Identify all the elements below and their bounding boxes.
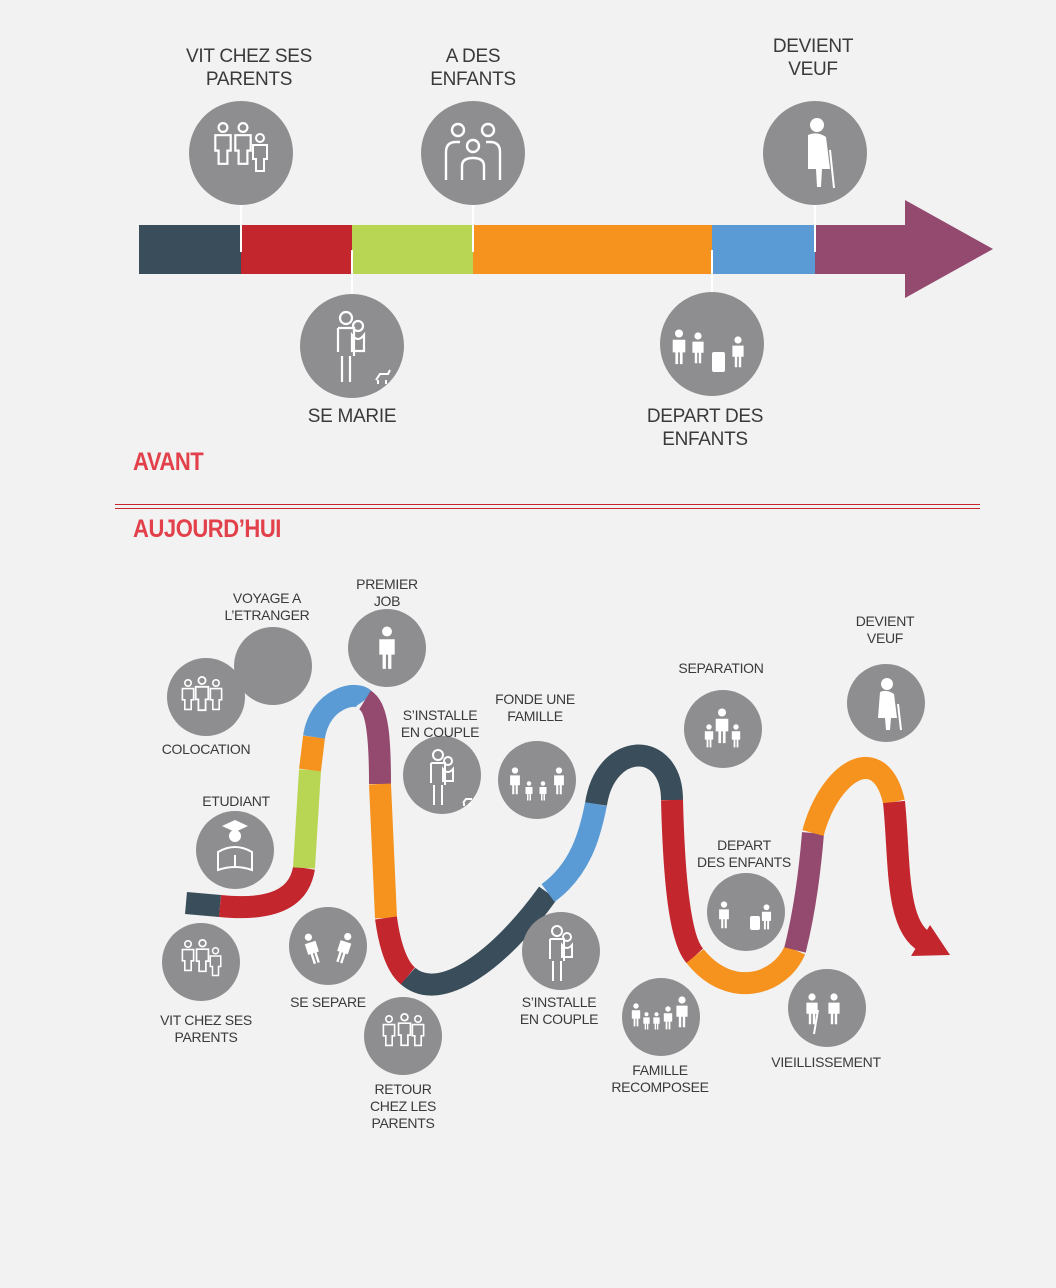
label-etudiant: ETUDIANT xyxy=(202,793,270,809)
segment-childhood xyxy=(139,225,241,274)
avant-circle-family xyxy=(189,101,293,205)
segment-living-with-parents xyxy=(241,225,352,274)
segment-with-children xyxy=(473,225,712,274)
circle-installe-couple-2 xyxy=(522,912,600,990)
segment-children-left xyxy=(712,225,815,274)
children-leaving-icon xyxy=(719,901,772,930)
circle-devient-veuf-2 xyxy=(847,664,925,742)
couple-icon xyxy=(549,925,573,981)
segment-widowed-arrowhead xyxy=(815,200,993,298)
label-vieillissement: VIEILLISSEMENT xyxy=(771,1054,881,1070)
label-separation: SEPARATION xyxy=(678,660,764,676)
elderly-couple-icon xyxy=(806,993,840,1035)
aujourdhui-winding-path xyxy=(185,685,932,996)
avant-circle-children-leaving xyxy=(660,292,764,396)
winding-path-arrowhead xyxy=(911,925,950,956)
aujourdhui-heading: AUJOURD’HUI xyxy=(133,515,281,543)
elderly-person-icon xyxy=(878,678,902,731)
segment-married xyxy=(352,225,473,274)
couple-icon xyxy=(336,310,391,384)
circle-vit-chez-parents xyxy=(162,923,240,1001)
section-divider-bottom xyxy=(115,508,980,509)
circle-retour-parents xyxy=(364,997,442,1075)
circle-voyage-etranger xyxy=(234,627,312,705)
avant-circle-widowed xyxy=(763,101,867,205)
circle-colocation xyxy=(167,658,245,736)
avant-circle-children xyxy=(421,101,525,205)
avant-timeline-arrow xyxy=(139,200,993,298)
circle-separation xyxy=(684,690,762,768)
graduate-icon xyxy=(217,820,253,872)
section-divider-top xyxy=(115,504,980,505)
circle-premier-job xyxy=(348,609,426,687)
avant-label-se-marie: SE MARIE xyxy=(307,406,397,427)
children-leaving-icon xyxy=(672,329,744,372)
avant-circle-married xyxy=(300,294,404,398)
label-se-separe: SE SEPARE xyxy=(290,994,366,1010)
circle-etudiant xyxy=(196,811,274,889)
children-icon xyxy=(444,122,502,180)
elderly-person-icon xyxy=(808,118,835,189)
avant-heading: AVANT xyxy=(133,448,204,476)
circle-depart-enfants xyxy=(707,873,785,951)
circle-installe-couple-1 xyxy=(403,736,481,814)
couple-icon xyxy=(430,749,472,806)
label-colocation: COLOCATION xyxy=(161,741,251,757)
circle-famille-recomposee xyxy=(622,978,700,1056)
circle-fonde-famille xyxy=(498,741,576,819)
circle-se-separe xyxy=(289,907,367,985)
circle-vieillissement xyxy=(788,969,866,1047)
